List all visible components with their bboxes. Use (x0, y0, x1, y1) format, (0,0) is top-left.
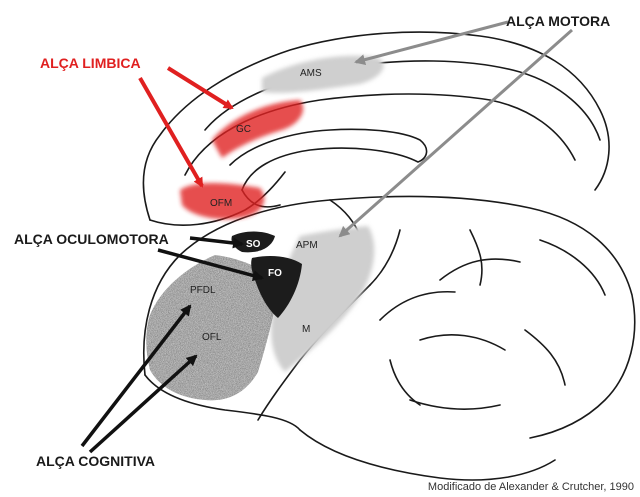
region-m: M (302, 324, 310, 335)
region-ams: AMS (300, 68, 322, 79)
limbic-arrow-ofm (140, 78, 202, 186)
region-gc: GC (236, 124, 251, 135)
label-oculomotor-loop: ALÇA OCULOMOTORA (14, 231, 169, 247)
region-apm: APM (296, 240, 318, 251)
label-motor-loop: ALÇA MOTORA (506, 13, 610, 29)
region-fo: FO (268, 268, 282, 279)
credit-caption: Modificado de Alexander & Crutcher, 1990 (428, 481, 634, 493)
region-so: SO (246, 239, 261, 250)
limbic-arrow-gc (168, 68, 232, 108)
cognitive-arrow-ofl (90, 356, 196, 452)
gc-area (212, 100, 303, 158)
motor-arrow-ams (356, 22, 508, 62)
region-ofl: OFL (202, 332, 222, 343)
region-ofm: OFM (210, 198, 232, 209)
ams-area (262, 56, 384, 93)
label-cognitive-loop: ALÇA COGNITIVA (36, 453, 155, 469)
label-limbic-loop: ALÇA LIMBICA (40, 55, 141, 71)
region-pfdl: PFDL (190, 285, 216, 296)
